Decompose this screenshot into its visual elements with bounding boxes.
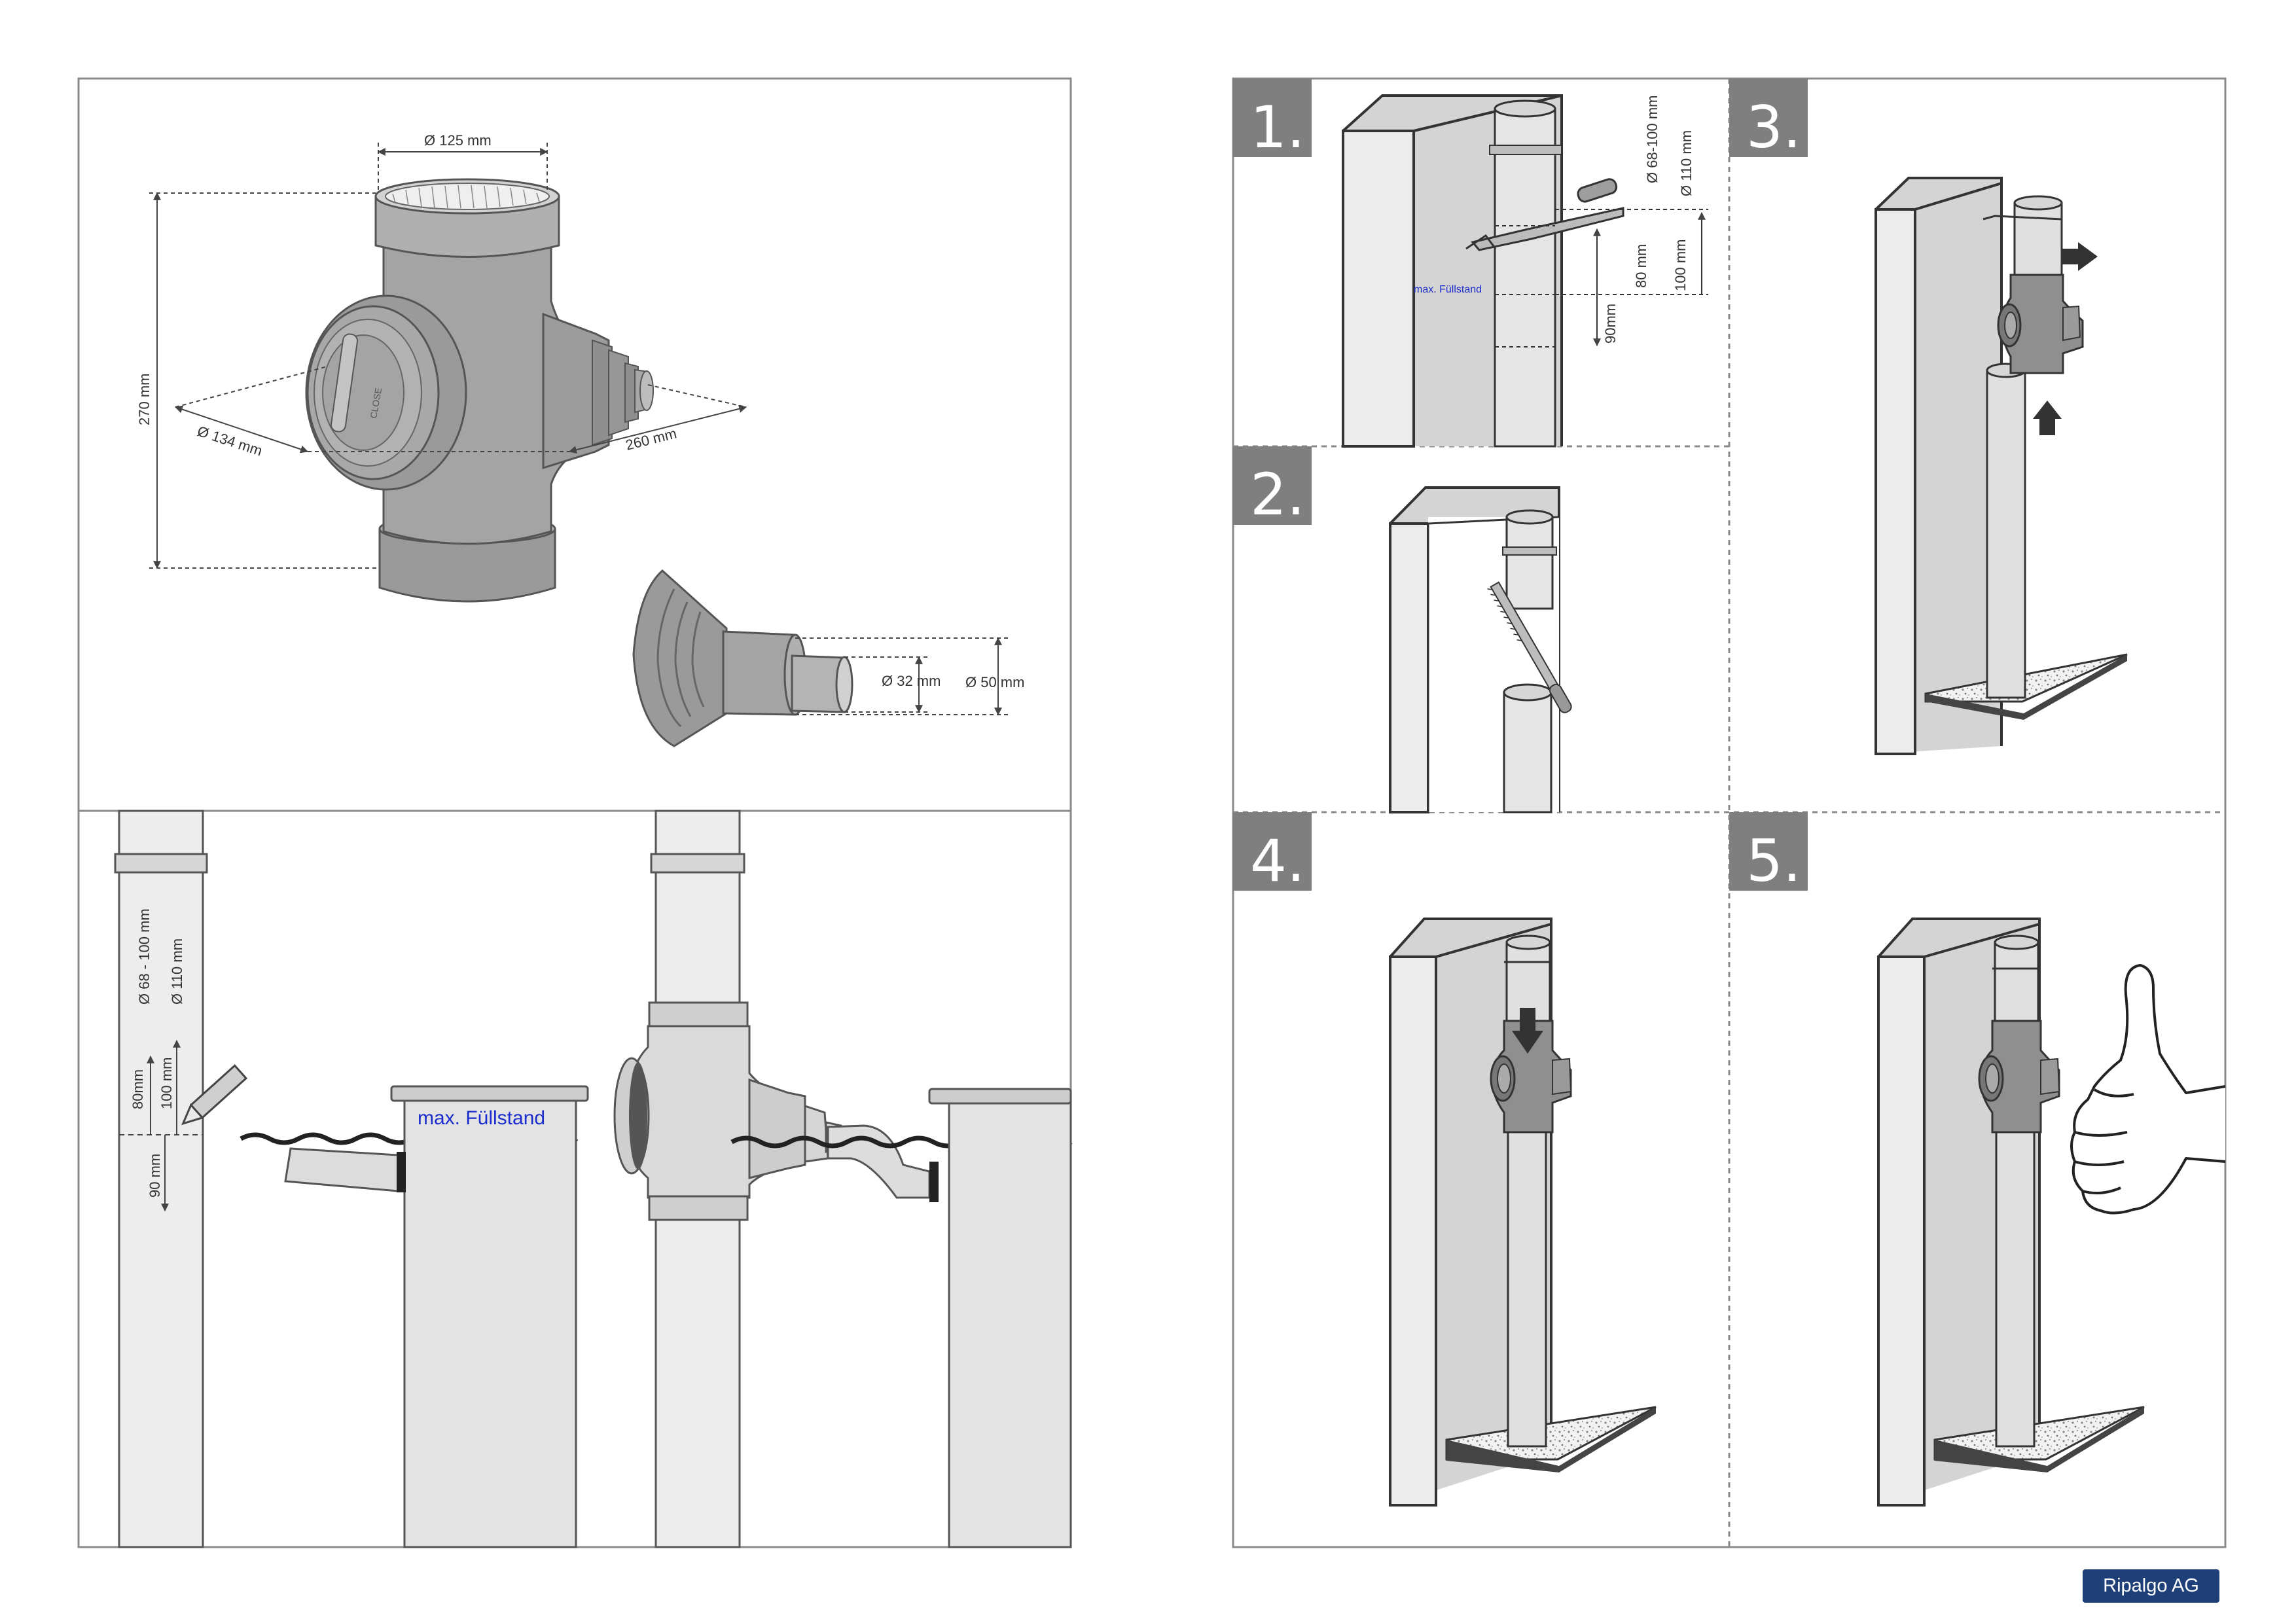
left-downpipe [114, 810, 248, 1548]
dim-outlet-large: Ø 50 mm [965, 674, 1024, 690]
thumbs-up-icon [2070, 964, 2226, 1215]
s1-fill-label: max. Füllstand [1414, 284, 1482, 295]
installed-collector [613, 810, 931, 1548]
step-5-badge: 5. [1729, 812, 1808, 895]
s1-dim-outer: Ø 68-100 mm [1644, 96, 1660, 184]
lb-fill-label: max. Füllstand [418, 1107, 545, 1129]
step-2-illustration [1389, 486, 1572, 813]
step-1-number: 1. [1250, 94, 1305, 161]
step-1-illustration [1342, 94, 1708, 448]
brand-logo: Ripalgo AG [2083, 1569, 2219, 1603]
dim-cap-diameter: Ø 134 mm [195, 423, 264, 459]
dim-height: 270 mm [136, 374, 152, 425]
lb-dim-outer: Ø 68 - 100 mm [136, 908, 152, 1005]
lb-dim-80: 80mm [130, 1069, 146, 1109]
step-2-badge: 2. [1233, 446, 1312, 528]
dim-depth: 260 mm [624, 425, 678, 453]
step-3-badge: 3. [1729, 79, 1808, 161]
lb-dim-100: 100 mm [158, 1058, 175, 1109]
s1-dim-100: 100 mm [1672, 240, 1689, 291]
step-2-number: 2. [1250, 461, 1305, 528]
collector-dimensions [149, 143, 747, 569]
step-4-illustration [1389, 918, 1657, 1507]
dim-top-diameter: Ø 125 mm [424, 132, 492, 149]
collector-product: CLOSE [305, 178, 654, 603]
step-4-number: 4. [1250, 827, 1305, 895]
lb-dim-90: 90 mm [147, 1154, 163, 1198]
left-tank [240, 1085, 589, 1548]
right-tank [730, 1088, 1073, 1548]
s1-dim-90: 90mm [1602, 304, 1619, 344]
step-1-badge: 1. [1233, 79, 1312, 161]
lb-dim-inner: Ø 110 mm [169, 938, 185, 1005]
step-3-number: 3. [1746, 94, 1801, 161]
step-4-badge: 4. [1233, 812, 1312, 895]
s1-dim-80: 80 mm [1633, 244, 1649, 288]
s1-dim-inner: Ø 110 mm [1678, 130, 1695, 196]
step-5-number: 5. [1746, 827, 1801, 895]
reducer-dimensions [795, 637, 1008, 716]
step-5-illustration [1877, 918, 2226, 1507]
step-3-illustration [1874, 177, 2128, 755]
reducer-product [632, 569, 853, 747]
dim-outlet-small: Ø 32 mm [882, 673, 941, 689]
